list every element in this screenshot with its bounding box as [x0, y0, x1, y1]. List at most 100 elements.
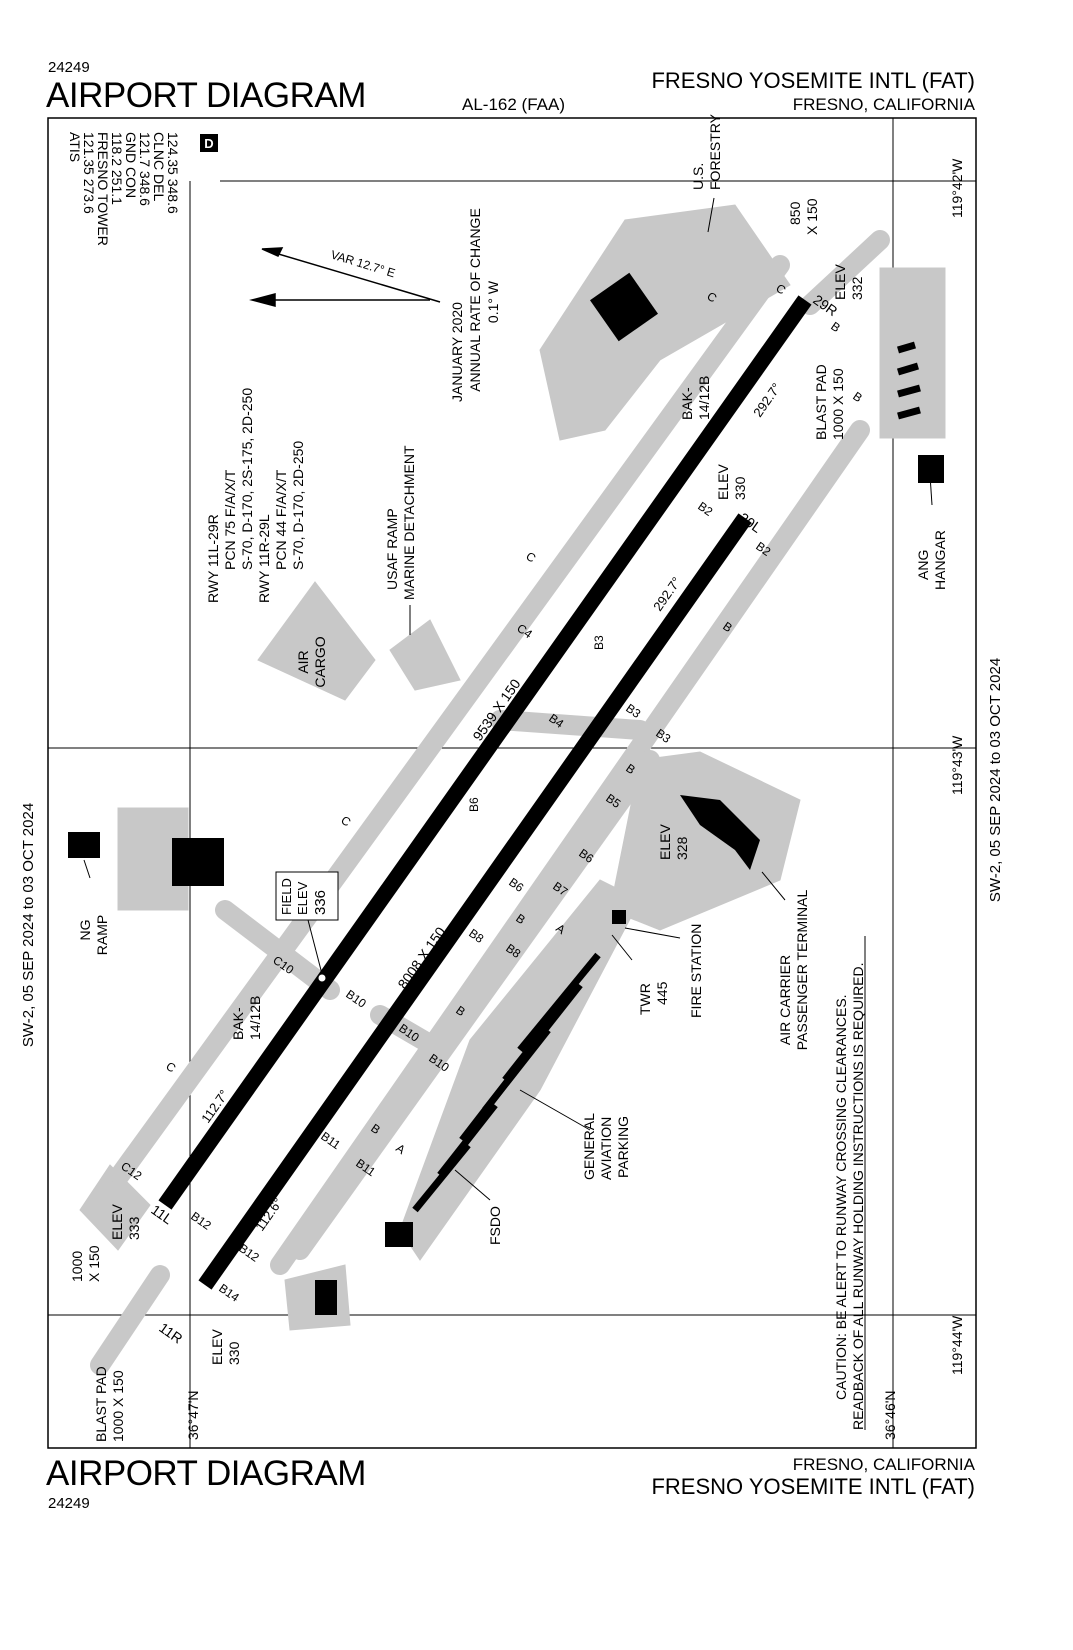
- blast-pad-west: [90, 1265, 170, 1375]
- twy-b2-a: B2: [695, 499, 715, 519]
- rwy1-pcn: PCN 75 F/A/X/T: [222, 469, 238, 570]
- bak-top-1: BAK-: [679, 387, 695, 420]
- field-elevation-point: [317, 973, 327, 983]
- ang-hangar-1: [897, 341, 916, 354]
- city-state: FRESNO, CALIFORNIA: [792, 95, 975, 114]
- building-ang: [918, 455, 944, 483]
- taxiways: [90, 230, 890, 1375]
- terminal-leader: [761, 871, 786, 901]
- var-annual: ANNUAL RATE OF CHANGE: [467, 208, 483, 392]
- building-fsdo: [385, 1222, 413, 1247]
- ng-label-2: RAMP: [94, 915, 110, 955]
- lon-44-label: 119°44'W: [949, 1315, 965, 1375]
- field-elev-box: [275, 871, 339, 921]
- twy-a-2: A: [393, 1141, 408, 1157]
- tower-leader: [611, 934, 633, 961]
- taxiway-a: [290, 750, 660, 1260]
- terminal-label-2: PASSENGER TERMINAL: [794, 890, 810, 1051]
- var-arrow-line: [264, 249, 441, 303]
- chart-title: AIRPORT DIAGRAM: [46, 76, 366, 115]
- taxiway-c: [110, 255, 790, 1185]
- ga-hangar-4: [459, 1062, 523, 1143]
- ang-hangar-4: [897, 406, 921, 420]
- field-elev-1: FIELD: [279, 878, 294, 915]
- fsdo-leader: [454, 1169, 491, 1201]
- bak-top-2: 14/12B: [696, 376, 712, 420]
- ang-label-1: ANG: [915, 550, 931, 580]
- ga-hangars: [412, 952, 601, 1213]
- rwy1-weights: S-70, D-170, 2S-175, 2D-250: [239, 388, 255, 570]
- elev-11l-1: ELEV: [109, 1204, 125, 1240]
- fire-station-leader: [624, 927, 681, 939]
- building-fire-station: [612, 910, 626, 924]
- atis-freq: 121.35 273.6: [81, 132, 97, 214]
- fsdo-label: FSDO: [487, 1206, 503, 1245]
- building-north: [590, 272, 658, 342]
- gnd-freq: 121.7 348.6: [137, 132, 153, 206]
- ga-label-3: PARKING: [615, 1116, 631, 1178]
- comms-block: ATIS 121.35 273.6 FRESNO TOWER 118.2 251…: [67, 132, 181, 246]
- var-arrow-head: [261, 247, 284, 257]
- ang-hangars: [896, 341, 921, 420]
- twy-b3-a: B3: [592, 635, 606, 650]
- clnc-label: CLNC DEL: [151, 132, 167, 201]
- fire-station-label: FIRE STATION: [688, 924, 704, 1018]
- lon-43-label: 119°43'W: [949, 735, 965, 795]
- lon-42-label: 119°42'W: [949, 158, 965, 218]
- dim-x150: X 150: [804, 198, 820, 235]
- twy-b-ne1: B: [828, 319, 843, 335]
- building-south: [315, 1280, 337, 1315]
- twy-b6-c: B6: [506, 875, 526, 895]
- ga-hangar-6: [412, 1142, 471, 1213]
- atis-label: ATIS: [67, 132, 83, 162]
- ga-leader: [519, 1089, 591, 1131]
- usaf-label-2: MARINE DETACHMENT: [401, 445, 417, 600]
- twy-c-mid: C: [523, 549, 538, 566]
- var-label: VAR 12.7° E: [329, 247, 397, 280]
- ang-leader: [929, 474, 933, 506]
- elev-11r-1: ELEV: [209, 1329, 225, 1365]
- north-ramp: [539, 204, 791, 441]
- lat-47-label: 36°47'N: [185, 1390, 201, 1440]
- runways: [158, 295, 812, 1290]
- cycle-left: SW-2, 05 SEP 2024 to 03 OCT 2024: [20, 803, 37, 1047]
- elev-term-1: ELEV: [657, 824, 673, 860]
- building-ng: [172, 838, 224, 886]
- footer-title: AIRPORT DIAGRAM: [46, 1454, 366, 1493]
- elev-11r-2: 330: [226, 1341, 242, 1365]
- ng-label-1: NG: [77, 920, 93, 941]
- ang-ramp: [879, 267, 946, 439]
- cargo-label-1: AIR: [295, 650, 311, 673]
- taxiway-c10: [215, 900, 340, 1000]
- dim-1000: 1000: [69, 1251, 85, 1282]
- buildings: [68, 272, 944, 1315]
- ang-hangar-3: [897, 384, 921, 398]
- cargo-label-2: CARGO: [312, 636, 328, 687]
- cycle-right: SW-2, 05 SEP 2024 to 03 OCT 2024: [987, 658, 1004, 902]
- twr-label-2: 445: [654, 981, 670, 1005]
- true-arrow-head: [249, 293, 276, 307]
- chart-border: [47, 117, 977, 1449]
- dim-850: 850: [787, 201, 803, 225]
- elev-term-2: 328: [674, 836, 690, 860]
- elev-29l-1: ELEV: [715, 464, 731, 500]
- blast-bot-1: BLAST PAD: [93, 1366, 109, 1442]
- variation-arrows: [249, 247, 441, 307]
- bak-bot-1: BAK-: [230, 1007, 246, 1040]
- field-elev-2: ELEV: [295, 881, 310, 915]
- taxiway-b3: [490, 710, 650, 740]
- building-ng-small: [68, 832, 100, 858]
- d-badge-icon: [200, 134, 218, 152]
- ang-hangar-2: [896, 362, 920, 376]
- airport-name: FRESNO YOSEMITE INTL (FAT): [651, 68, 975, 93]
- blast-bot-2: 1000 X 150: [110, 1370, 126, 1442]
- rwy2-name: RWY 11R-29L: [256, 514, 272, 603]
- building-terminal: [680, 795, 760, 870]
- twy-b3-b: B3: [623, 701, 643, 721]
- chart-number: 24249: [48, 59, 90, 76]
- usaf-label-1: USAF RAMP: [384, 508, 400, 590]
- air-cargo-ramp: [257, 581, 376, 701]
- rotated-labels: SW-2, 05 SEP 2024 to 03 OCT 2024 JANUARY…: [20, 113, 1004, 1442]
- twy-c-left: C: [163, 1059, 178, 1076]
- twy-b10-a: B10: [343, 987, 369, 1011]
